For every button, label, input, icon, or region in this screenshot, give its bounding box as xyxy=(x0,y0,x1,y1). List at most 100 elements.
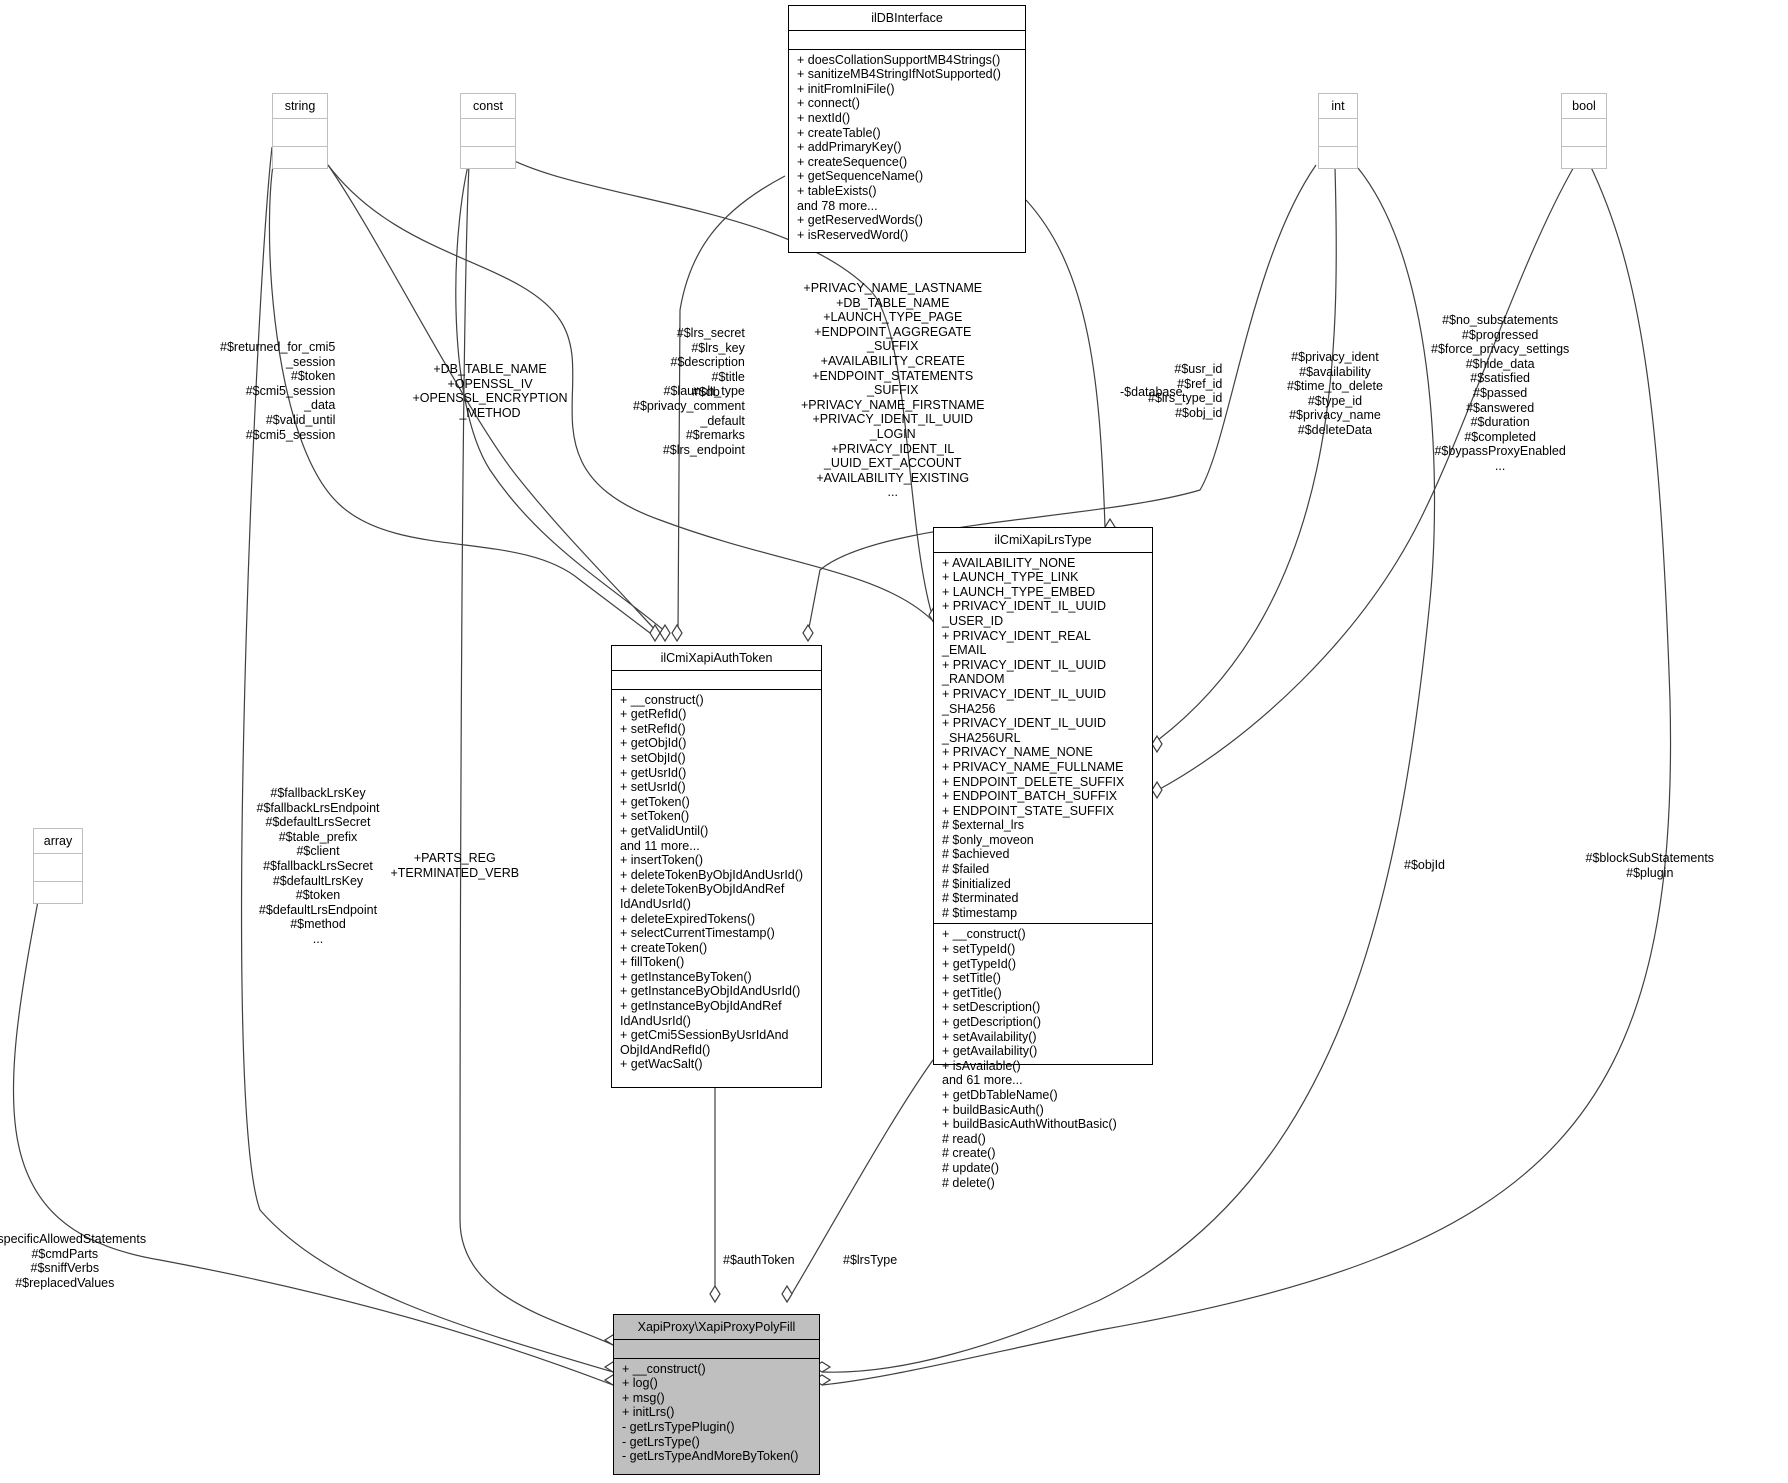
member-row: + getInstanceByObjIdAndRef xyxy=(620,999,782,1014)
class-ilcmixapilrstype[interactable]: ilCmiXapiLrsType + AVAILABILITY_NONE+ LA… xyxy=(933,527,1153,1190)
member-row: + __construct() xyxy=(942,927,1026,942)
member-row: + __construct() xyxy=(622,1361,706,1376)
edge-lrstype-polyfill xyxy=(786,1059,934,1303)
edge-db-authtoken xyxy=(677,175,786,634)
edge-label-line: #$objId xyxy=(1404,858,1446,872)
methods-section: + __construct()+ log()+ msg()+ initLrs()… xyxy=(614,1359,819,1467)
member-row: # $terminated xyxy=(942,891,1019,906)
class-int[interactable]: int xyxy=(1318,93,1358,169)
member-row: + getToken() xyxy=(620,794,690,809)
member-row: + getTypeId() xyxy=(942,956,1016,971)
member-row: + msg() xyxy=(622,1390,665,1405)
edge-label-line: #$cmdParts xyxy=(31,1246,99,1261)
class-const[interactable]: const xyxy=(460,93,516,169)
edge-label-line: #$lrs_endpoint xyxy=(662,442,745,457)
attributes-section xyxy=(461,119,515,147)
class-bool[interactable]: bool xyxy=(1561,93,1607,169)
member-row: + buildBasicAuth() xyxy=(942,1102,1044,1117)
member-row: + isReservedWord() xyxy=(797,227,909,242)
methods-section: + doesCollationSupportMB4Strings()+ sani… xyxy=(789,50,1025,246)
edge-label-line: #$launch_type xyxy=(663,384,745,399)
member-row: + deleteTokenByObjIdAndRef xyxy=(620,882,785,897)
member-row: # $timestamp xyxy=(942,905,1018,920)
member-row: + PRIVACY_NAME_NONE xyxy=(942,745,1093,760)
class-title: const xyxy=(461,94,515,119)
edge-label-line: #$bypassProxyEnabled xyxy=(1434,444,1566,459)
member-row: + ENDPOINT_STATE_SUFFIX xyxy=(942,803,1115,818)
member-row: + log() xyxy=(622,1376,658,1391)
edge-label-line: +DB_TABLE_NAME xyxy=(433,362,547,376)
member-row: + insertToken() xyxy=(620,853,704,868)
member-row: + ENDPOINT_DELETE_SUFFIX xyxy=(942,774,1125,789)
member-row: + setTitle() xyxy=(942,971,1001,986)
edge-const-authtoken xyxy=(455,146,668,634)
edge-label-line: #$sniffVerbs xyxy=(30,1261,100,1276)
member-row: # $achieved xyxy=(942,847,1010,862)
member-row: and 11 more... xyxy=(620,838,700,853)
methods-section xyxy=(1319,147,1357,174)
class-title: ilDBInterface xyxy=(789,6,1025,31)
member-row: + getTitle() xyxy=(942,985,1002,1000)
member-row: and 78 more... xyxy=(797,198,878,213)
member-row: + selectCurrentTimestamp() xyxy=(620,926,775,941)
edge-label-line: #$availability xyxy=(1299,364,1371,379)
methods-section: + __construct()+ getRefId()+ setRefId()+… xyxy=(612,690,821,1075)
edge-label-line: #$replacedValues xyxy=(15,1275,115,1290)
member-row: - getLrsTypeAndMoreByToken() xyxy=(622,1449,799,1464)
edge-label-line: #$cmi5_session xyxy=(245,383,336,398)
edge-label-bool-polyfill: #$blockSubStatements#$plugin xyxy=(1586,851,1715,880)
edge-label-line: ... xyxy=(887,485,898,500)
diamond-polyfill-6 xyxy=(709,1284,721,1304)
edge-label-const-lrstype: +PRIVACY_NAME_LASTNAME+DB_TABLE_NAME+LAU… xyxy=(801,281,985,500)
member-row: + deleteExpiredTokens() xyxy=(620,911,756,926)
attributes-section xyxy=(34,854,82,882)
member-row: # update() xyxy=(942,1160,999,1175)
class-array[interactable]: array xyxy=(33,828,83,904)
edge-label-line: +PRIVACY_NAME_LASTNAME xyxy=(803,281,983,295)
edge-label-const-polyfill: +PARTS_REG+TERMINATED_VERB xyxy=(391,851,520,880)
member-row: + LAUNCH_TYPE_LINK xyxy=(942,570,1079,585)
edge-int-polyfill xyxy=(821,167,1436,1373)
member-row: + createSequence() xyxy=(797,154,908,169)
class-ilcmixapiauthtoken[interactable]: ilCmiXapiAuthToken + __construct()+ getR… xyxy=(611,645,822,1088)
edge-label-line: _SUFFIX xyxy=(867,383,919,398)
member-row: # $failed xyxy=(942,862,990,877)
edge-array-polyfill xyxy=(12,879,614,1386)
member-row: + AVAILABILITY_NONE xyxy=(942,555,1076,570)
edge-label-line: _LOGIN xyxy=(869,426,916,441)
member-row: + setUsrId() xyxy=(620,780,686,795)
edge-string-lrstype xyxy=(327,164,933,621)
edge-db-lrstype xyxy=(1025,199,1106,528)
edge-label-line: _data xyxy=(304,398,336,413)
diamond-authtoken-2 xyxy=(659,623,671,643)
edge-label-line: #$privacy_name xyxy=(1289,408,1381,423)
edge-label-line: #$defaultLrsSecret xyxy=(265,815,371,830)
attributes-section xyxy=(273,119,327,147)
edge-label-array-polyfill: #$specificAllowedStatements#$cmdParts#$s… xyxy=(0,1232,146,1290)
diamond-authtoken-4 xyxy=(802,623,814,643)
member-row: + setTypeId() xyxy=(942,942,1016,957)
member-row: + setRefId() xyxy=(620,721,686,736)
class-ildbinterface[interactable]: ilDBInterface + doesCollationSupportMB4S… xyxy=(788,5,1026,253)
member-row: + setToken() xyxy=(620,809,690,824)
member-row: + isAvailable() xyxy=(942,1058,1021,1073)
member-row: + connect() xyxy=(797,96,860,111)
edge-label-line: #$valid_until xyxy=(265,412,336,427)
methods-section: + __construct()+ setTypeId()+ getTypeId(… xyxy=(934,924,1152,1193)
class-title: string xyxy=(273,94,327,119)
member-row: + buildBasicAuthWithoutBasic() xyxy=(942,1117,1117,1132)
edge-label-line: ... xyxy=(312,931,324,946)
edge-label-line: #$remarks xyxy=(685,428,745,443)
edge-label-line: _session xyxy=(286,354,336,369)
edge-const-lrstype xyxy=(489,146,933,616)
edge-label-line: _SUFFIX xyxy=(867,339,919,354)
class-string[interactable]: string xyxy=(272,93,328,169)
member-row: + getDbTableName() xyxy=(942,1087,1058,1102)
class-title: ilCmiXapiLrsType xyxy=(934,528,1152,553)
class-xapiproxypolyfill[interactable]: XapiProxy\XapiProxyPolyFill + __construc… xyxy=(613,1314,820,1475)
member-row: + addPrimaryKey() xyxy=(797,140,902,155)
edge-string-authtoken-2 xyxy=(327,164,659,634)
edge-label-string-lrstype: #$lrs_secret#$lrs_key#$description#$titl… xyxy=(633,326,745,457)
member-row: + PRIVACY_IDENT_IL_UUID xyxy=(942,657,1107,672)
methods-section xyxy=(461,147,515,174)
